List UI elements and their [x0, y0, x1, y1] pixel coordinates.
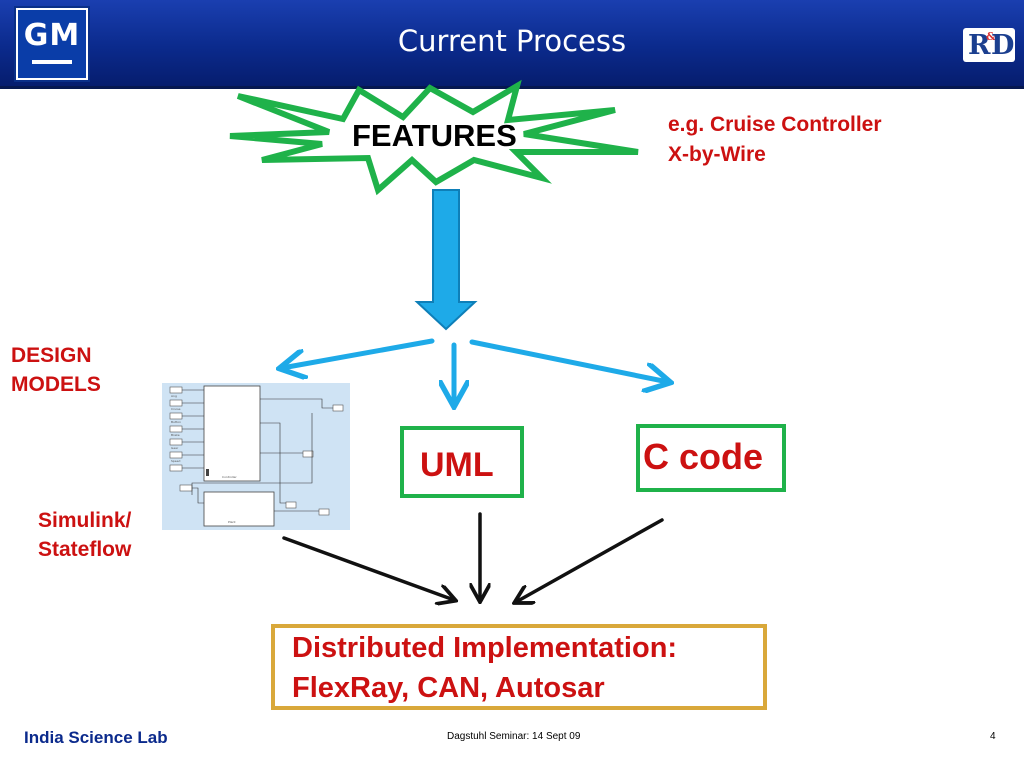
implementation-box: [271, 624, 767, 710]
example-cruise-controller: e.g. Cruise Controller: [668, 113, 882, 136]
c-code-label: C code: [643, 436, 764, 477]
arrow-down-main: [414, 189, 478, 331]
svg-text:Brake: Brake: [171, 433, 180, 437]
svg-text:Ang: Ang: [171, 394, 177, 398]
arrow-right-ccode: [469, 339, 668, 382]
simulink-stateflow-label: Simulink/ Stateflow: [38, 509, 132, 561]
rd-logo-icon: R & D: [963, 28, 1015, 62]
implementation-line-1: Distributed Implementation:: [292, 632, 678, 664]
implementation-line-2: FlexRay, CAN, Autosar: [292, 672, 605, 704]
arrow-simulink-to-impl: [282, 536, 454, 600]
features-starburst: [229, 79, 639, 196]
arrow-left-design: [282, 338, 435, 368]
gm-logo-icon: GM: [16, 8, 88, 80]
svg-text:Speed: Speed: [171, 459, 181, 463]
svg-text:Cruise: Cruise: [171, 407, 181, 411]
svg-text:Controller: Controller: [222, 475, 238, 479]
page-title: Current Process: [397, 24, 627, 58]
gm-logo-text: GM: [23, 18, 81, 53]
footer-seminar: Dagstuhl Seminar: 14 Sept 09: [447, 731, 581, 742]
svg-text:Button: Button: [171, 420, 181, 424]
c-code-box: [636, 424, 786, 492]
footer-lab-name: India Science Lab: [24, 728, 168, 747]
uml-box: [400, 426, 524, 498]
features-label: FEATURES: [352, 118, 517, 153]
uml-label: UML: [420, 446, 494, 484]
svg-text:Plant: Plant: [228, 520, 236, 524]
footer-page-number: 4: [990, 731, 996, 742]
svg-text:Gear: Gear: [171, 446, 179, 450]
design-models-label: DESIGN MODELS: [11, 344, 101, 396]
header-bar: GM Current Process R & D: [0, 0, 1024, 86]
arrow-ccode-to-impl: [516, 518, 664, 602]
example-x-by-wire: X-by-Wire: [668, 143, 766, 166]
